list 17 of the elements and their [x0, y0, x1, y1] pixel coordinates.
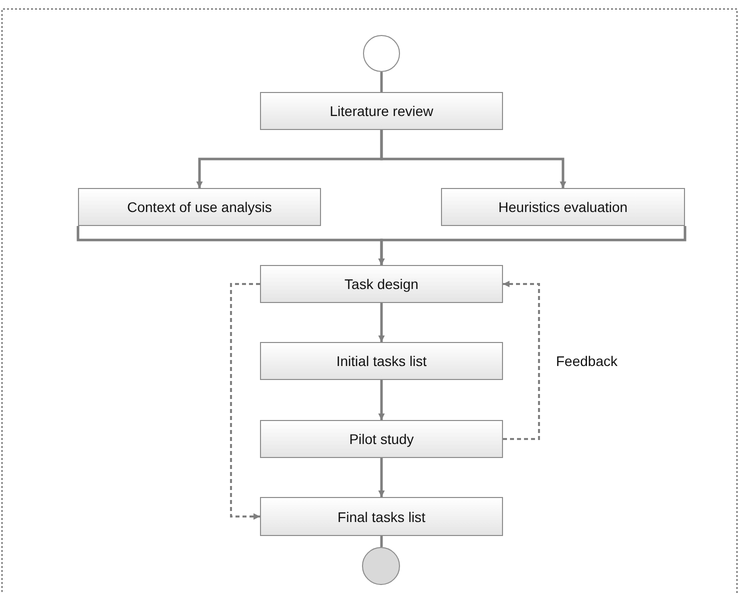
end-node	[362, 547, 400, 585]
arrow	[378, 303, 385, 342]
start-node	[363, 35, 400, 72]
arrow	[378, 458, 385, 497]
process-box: Initial tasks list	[260, 342, 503, 380]
process-box: Heuristics evaluation	[441, 188, 685, 226]
process-box: Task design	[260, 265, 503, 303]
arrow	[378, 226, 686, 265]
process-box: Context of use analysis	[78, 188, 321, 226]
process-box: Literature review	[260, 92, 503, 130]
process-box: Final tasks list	[260, 497, 503, 536]
edge-label: Feedback	[556, 352, 618, 368]
arrow	[380, 130, 566, 188]
process-box: Pilot study	[260, 420, 503, 458]
dashed-arrow	[503, 280, 540, 440]
dashed-arrow	[230, 283, 260, 520]
arrow	[378, 380, 385, 420]
